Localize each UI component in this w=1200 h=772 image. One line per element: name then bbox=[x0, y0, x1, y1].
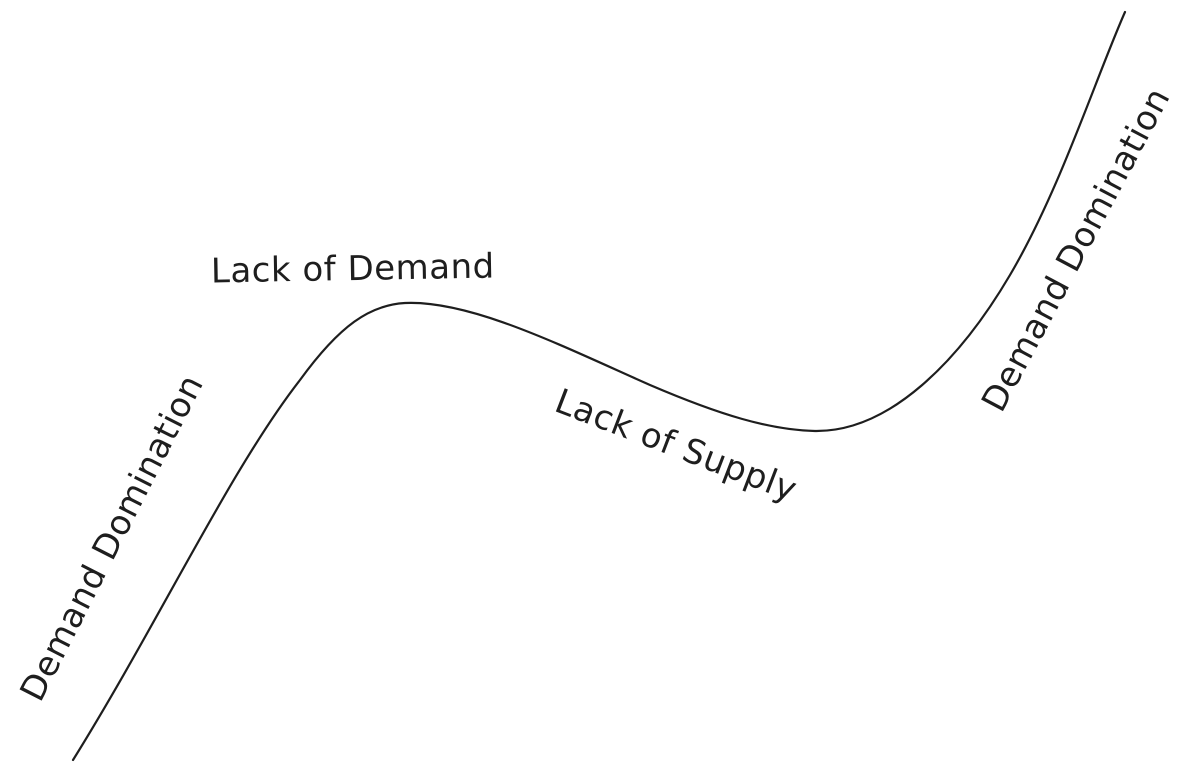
label-lack-of-supply: Lack of Supply bbox=[550, 381, 803, 510]
label-lack-of-demand: Lack of Demand bbox=[211, 247, 495, 292]
label-left-demand-domination: Demand Domination bbox=[13, 368, 212, 707]
market-cycle-curve bbox=[71, 10, 1127, 762]
